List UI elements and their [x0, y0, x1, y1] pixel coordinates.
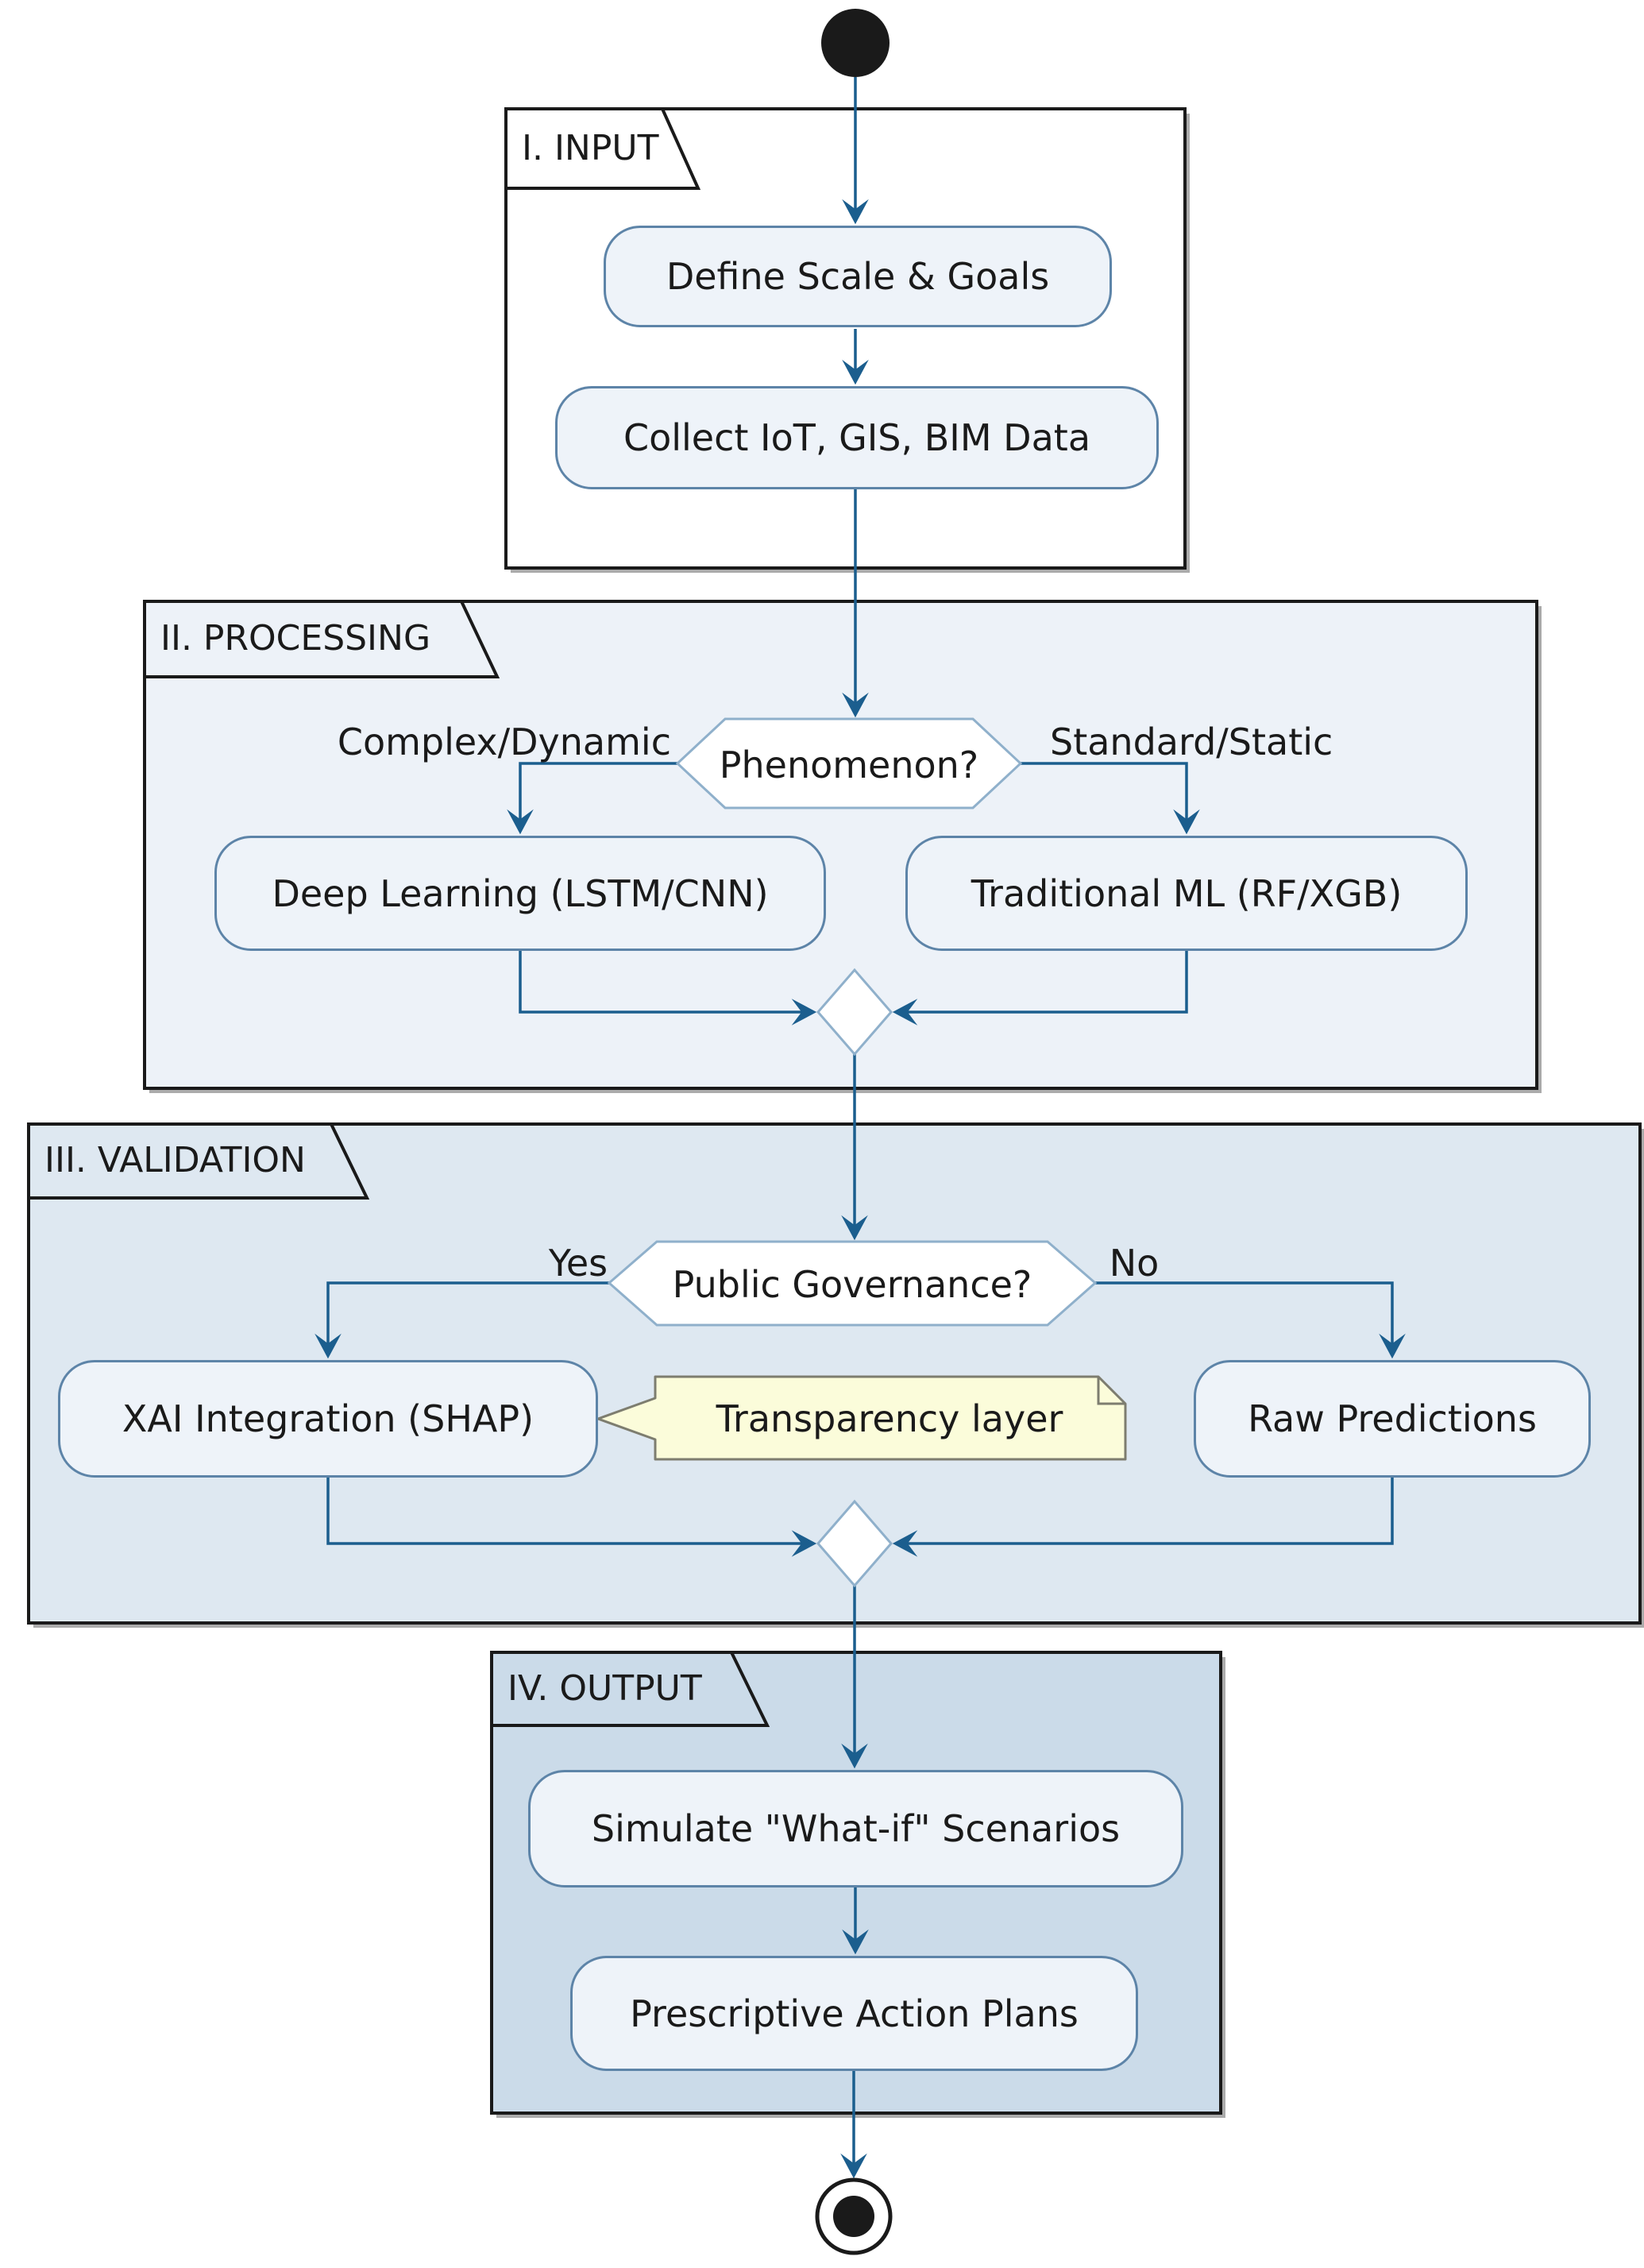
- branch-label-standard-static: Standard/Static: [1050, 721, 1333, 763]
- partition-label-validation: III. VALIDATION: [44, 1140, 306, 1180]
- decision-governance-label: Public Governance?: [672, 1263, 1032, 1306]
- partition-processing-tab: [143, 600, 500, 678]
- merge-diamond-validation: [816, 1499, 893, 1588]
- branch-label-yes: Yes: [548, 1242, 608, 1285]
- merge-diamond-processing: [816, 968, 893, 1057]
- activity-deep-learning: Deep Learning (LSTM/CNN): [214, 836, 826, 951]
- partition-input-tab: [504, 107, 701, 190]
- activity-simulate-scenarios: Simulate "What-if" Scenarios: [528, 1770, 1183, 1887]
- branch-label-no: No: [1109, 1242, 1160, 1285]
- end-node-dot: [833, 2196, 874, 2237]
- activity-prescriptive-plans: Prescriptive Action Plans: [570, 1956, 1138, 2071]
- partition-label-output: IV. OUTPUT: [507, 1668, 702, 1709]
- flow-connectors: [315, 77, 1406, 2179]
- activity-raw-predictions: Raw Predictions: [1194, 1360, 1591, 1478]
- note-transparency-shape: [596, 1375, 1127, 1461]
- note-dog-ear: [1097, 1377, 1125, 1405]
- note-transparency-text: Transparency layer: [716, 1397, 1063, 1440]
- branch-label-complex-dynamic: Complex/Dynamic: [337, 721, 671, 763]
- decision-phenomenon-shape: [675, 717, 1023, 809]
- partition-validation-tab: [27, 1122, 370, 1200]
- activity-xai-integration: XAI Integration (SHAP): [58, 1360, 598, 1478]
- decision-governance-shape: [607, 1240, 1098, 1327]
- partition-label-processing: II. PROCESSING: [160, 618, 431, 659]
- partition-output-tab: [490, 1651, 770, 1727]
- activity-traditional-ml: Traditional ML (RF/XGB): [905, 836, 1468, 951]
- decision-phenomenon-label: Phenomenon?: [719, 744, 979, 786]
- activity-collect-data: Collect IoT, GIS, BIM Data: [555, 386, 1159, 489]
- start-node: [821, 9, 890, 77]
- activity-define-scale-goals: Define Scale & Goals: [604, 226, 1112, 327]
- partition-label-input: I. INPUT: [522, 128, 659, 168]
